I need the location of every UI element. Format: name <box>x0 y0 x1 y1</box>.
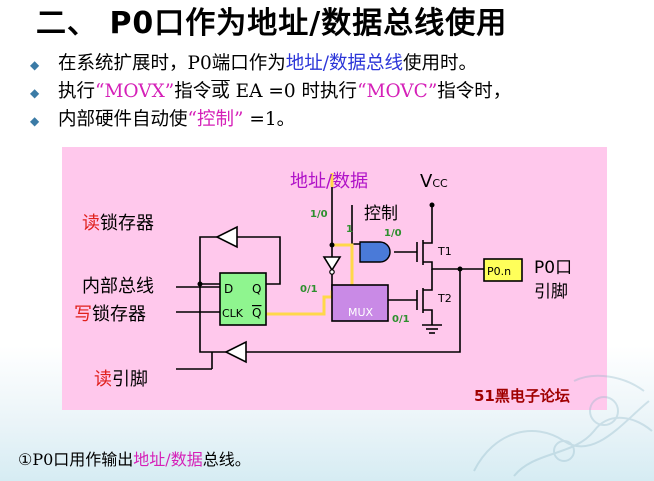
junctions <box>197 202 463 287</box>
latch-text: 锁存器 <box>92 304 146 325</box>
p0-port-label: P0口 <box>534 258 572 278</box>
junction <box>429 202 435 208</box>
overline-text: 或 <box>211 81 230 102</box>
page-title: 二、 P0口作为地址/数据总线使用 <box>36 6 508 41</box>
wire-bus-vertical <box>199 284 226 353</box>
highlight-control: “控制” <box>187 109 244 130</box>
vcc-label: VCC <box>420 171 448 192</box>
latch-text: 锁存器 <box>100 213 154 234</box>
logic-levels: 1/0 1 1/0 0/1 0/1 <box>300 209 410 325</box>
bullet-text: =1。 <box>243 109 296 130</box>
inverter-gate <box>322 256 342 272</box>
bullet-text: 内部硬件自动使 <box>58 109 188 130</box>
dragon-decoration-icon <box>473 374 653 477</box>
caption-text: 总线。 <box>202 450 251 469</box>
write-latch-label: 写锁存器 <box>74 304 146 325</box>
inverter-bubble <box>329 269 335 275</box>
caption-highlight: 地址/数据 <box>133 450 203 469</box>
junction <box>329 242 335 248</box>
read-pin-buffer <box>224 340 247 364</box>
bullet-text: 在系统扩展时，P0端口作为 <box>58 53 286 74</box>
junction <box>197 281 203 287</box>
circuit-diagram: D Q CLK Q MUX P0.n 读锁存器 内部总线 写锁存器 读引脚 地址… <box>62 147 607 410</box>
caption: ①P0口用作输出地址/数据总线。 <box>18 446 251 470</box>
addr-data-label: 地址/数据 <box>290 171 368 192</box>
logic-and-out: 1/0 <box>384 228 402 239</box>
wire-pin-feedback <box>246 269 461 353</box>
read-latch-label: 读锁存器 <box>82 213 154 234</box>
t2-label: T2 <box>437 292 452 305</box>
active-wire-qbar <box>266 295 332 316</box>
logic-mux-out: 0/1 <box>392 314 410 325</box>
logic-control: 1 <box>346 224 353 235</box>
and-gate <box>359 241 391 263</box>
bullet-text: EA =0 时执行 <box>229 81 358 102</box>
junction <box>457 266 463 272</box>
ff-q-label: Q <box>252 282 261 296</box>
write-char: 写 <box>74 304 92 325</box>
t2-source <box>423 309 433 325</box>
pin-label: 引脚 <box>534 282 568 302</box>
logic-qbar: 0/1 <box>300 284 318 295</box>
read-latch-buffer <box>215 225 238 249</box>
wire-control <box>351 205 360 245</box>
highlight-movx: “MOVX” <box>95 81 175 102</box>
active-wire-and-in <box>332 243 354 257</box>
highlight-movc: “MOVC” <box>357 81 438 102</box>
read-char: 读 <box>82 213 100 234</box>
highlight-address-data-bus: 地址/数据总线 <box>285 53 403 74</box>
t1-label: T1 <box>437 245 452 258</box>
mux-block <box>331 284 389 322</box>
latch-flip-flop <box>219 272 267 326</box>
t2-drain <box>423 269 433 291</box>
t1-source <box>423 261 460 270</box>
vcc-cc: CC <box>432 177 448 190</box>
bullet-item-1: 在系统扩展时，P0端口作为地址/数据总线使用时。 <box>30 50 511 79</box>
read-pin-label: 读引脚 <box>94 369 148 390</box>
control-label: 控制 <box>364 204 398 224</box>
bullet-item-2: 执行“MOVX”指令或 EA =0 时执行“MOVC”指令时， <box>30 78 512 107</box>
p0-pin-box <box>483 258 523 282</box>
ff-d-label: D <box>224 282 233 296</box>
bullet-list: 在系统扩展时，P0端口作为地址/数据总线使用时。 执行“MOVX”指令或 EA … <box>30 50 512 135</box>
bullet-text: 指令 <box>174 81 212 102</box>
ff-qbar-label: Q <box>252 306 261 320</box>
ff-clk-label: CLK <box>222 307 244 320</box>
bullet-text: 使用时。 <box>402 53 477 74</box>
mux-label: MUX <box>348 306 374 319</box>
bullet-continuation: 内部硬件自动使“控制” =1。 <box>30 106 511 135</box>
bullet-text: 执行 <box>58 81 96 102</box>
watermark-label: 51黑电子论坛 <box>474 387 570 405</box>
vcc-v: V <box>420 171 433 192</box>
read-char: 读 <box>94 369 112 390</box>
logic-addr: 1/0 <box>310 209 328 220</box>
wire-read-latch-right <box>237 236 281 285</box>
t1-drain <box>423 205 433 244</box>
caption-text: ①P0口用作输出 <box>18 450 134 469</box>
circuit-svg: D Q CLK Q MUX P0.n 读锁存器 内部总线 写锁存器 读引脚 地址… <box>74 171 572 405</box>
pin-box-label: P0.n <box>487 265 511 278</box>
bullet-text: 指令时， <box>437 81 512 102</box>
pin-text: 引脚 <box>112 369 148 390</box>
wire-read-latch-left <box>199 236 220 285</box>
internal-bus-label: 内部总线 <box>82 276 154 297</box>
